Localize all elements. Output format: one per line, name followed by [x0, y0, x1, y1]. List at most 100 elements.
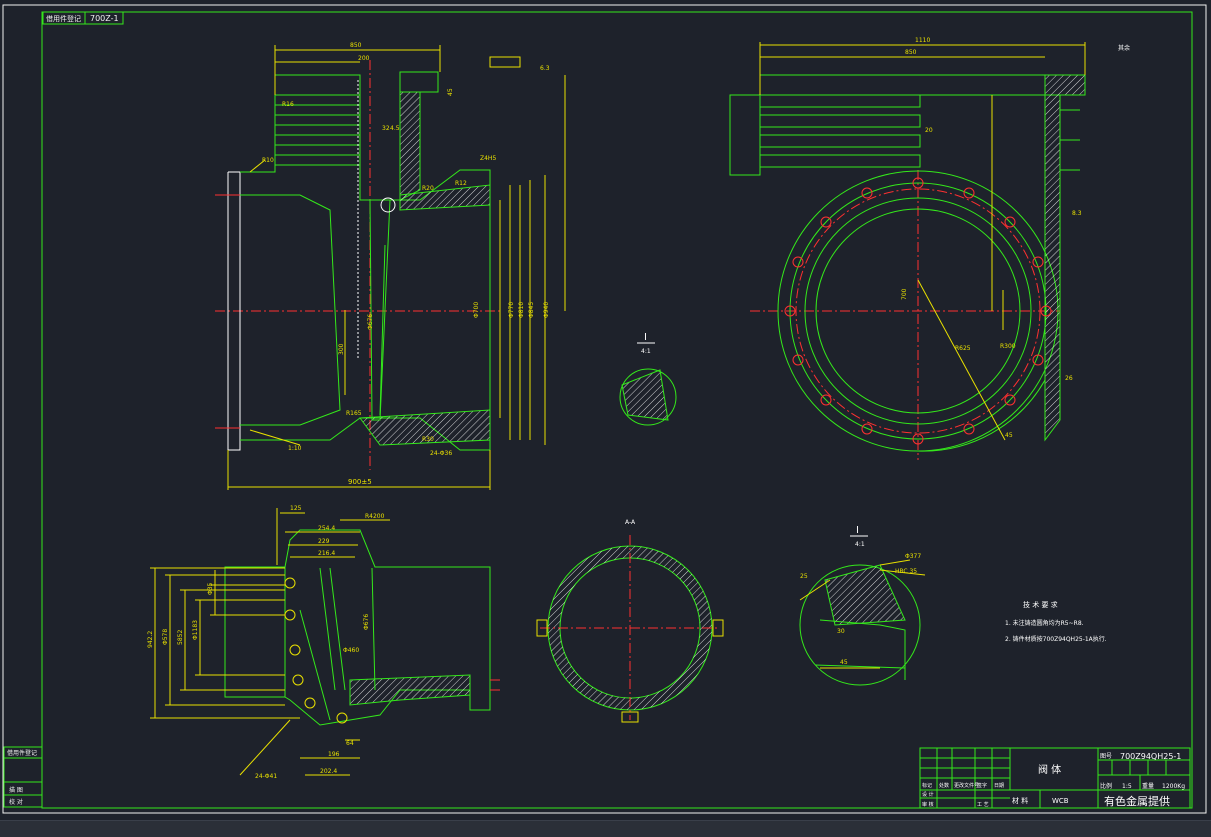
dim-216: 216.4 — [318, 550, 335, 557]
title-row-2: 处数 — [939, 782, 949, 789]
dim-676-b: Φ676 — [363, 614, 370, 630]
inner-frame — [41, 11, 1193, 809]
weight-label: 重量 — [1142, 782, 1154, 790]
dim-850-side: 850 — [905, 49, 917, 56]
title-row-5: 日期 — [994, 783, 1004, 789]
dim-r10: R10 — [262, 157, 274, 164]
dim-300: 300 — [338, 343, 345, 355]
side-label-2: 描 图 — [9, 786, 23, 794]
dim-202: 202.4 — [320, 768, 337, 775]
dim-8-3: 8.3 — [1072, 210, 1082, 217]
borrow-label: 借用件登记 — [46, 14, 81, 23]
dim-45: 45 — [447, 88, 454, 96]
dim-hrc: HRC 35 — [895, 568, 917, 575]
dim-377: Φ377 — [905, 553, 921, 560]
dim-r16: R16 — [282, 101, 294, 108]
dim-26: 26 — [1065, 375, 1073, 382]
bolt-holes — [784, 177, 1052, 445]
side-view-dims: 1110 850 R625 R300 26 45 20 8.3 700 其余 — [901, 37, 1130, 439]
dim-942: 942.2 — [147, 631, 154, 648]
dim-770: Φ770 — [508, 302, 515, 318]
dim-r300: R300 — [1000, 343, 1016, 350]
front-view — [215, 45, 566, 490]
section-aa: A-A — [536, 519, 724, 723]
drawing-border — [2, 4, 1207, 814]
dim-taper: 1:10 — [288, 445, 302, 452]
dim-r20: R20 — [422, 185, 434, 192]
dim-z4h5: Z4H5 — [480, 155, 496, 162]
dim-r165: R165 — [346, 410, 362, 417]
dim-25: 25 — [800, 573, 808, 580]
title-block-text: 图号 700Z94QH25-1 阀 体 比例 1:5 重量 1200Kg 材 料… — [922, 752, 1185, 808]
bottom-view-dims: 125 254.4 229 216.4 R4200 Φ676 942.2 Φ57… — [147, 505, 385, 780]
dim-700: Φ700 — [473, 302, 480, 318]
drawing-number: 700Z94QH25-1 — [1120, 752, 1181, 761]
role-process: 工 艺 — [977, 802, 989, 808]
dim-700-side: 700 — [901, 288, 908, 300]
detail-I-large: I 4:1 — [799, 525, 926, 686]
dim-32: 32 — [382, 125, 390, 132]
dim-810: Φ810 — [518, 302, 525, 318]
detail-I-dims: Φ377 HRC 35 45 25 30 — [800, 553, 921, 666]
roughness-note: 其余 — [1118, 44, 1130, 52]
detail-I-scale: 4:1 — [641, 348, 651, 355]
dim-4-5: 4.5 — [390, 125, 400, 132]
dim-45-side: 45 — [1005, 432, 1013, 439]
front-view-dims: 850 200 R16 R10 R12 R20 Z4H5 Φ940 Φ845 Φ… — [262, 42, 550, 486]
dim-578: Φ578 — [162, 629, 169, 645]
weight-value: 1200Kg — [1162, 783, 1185, 790]
dim-900: 900±5 — [348, 478, 372, 486]
dim-r625: R625 — [955, 345, 971, 352]
material-label: 材 料 — [1012, 796, 1028, 805]
role-design: 设 计 — [922, 791, 934, 798]
dim-125: 125 — [290, 505, 302, 512]
role-review: 审 核 — [922, 801, 934, 808]
detail-I-label: I — [644, 332, 647, 343]
title-row-1: 标记 — [922, 782, 932, 789]
scale-value: 1:5 — [1122, 783, 1132, 790]
dim-460: Φ460 — [343, 647, 359, 654]
section-aa-label: A-A — [625, 519, 636, 526]
dim-196: 196 — [328, 751, 340, 758]
dim-229: 229 — [318, 538, 330, 545]
dim-6-3: 6.3 — [540, 65, 550, 72]
side-view — [729, 42, 1086, 460]
bottom-view — [150, 508, 500, 776]
dim-676: Φ676 — [367, 314, 374, 330]
top-left-number-box: 借用件登记 700Z-1 — [42, 11, 124, 25]
detail-I-scale-2: 4:1 — [855, 541, 865, 548]
title-block — [919, 747, 1191, 809]
number-label: 图号 — [1100, 753, 1112, 760]
scale-label: 比例 — [1100, 782, 1112, 790]
tech-item-1: 1. 未注铸造圆角均为R5~R8. — [1005, 619, 1084, 627]
dim-5852: 5852 — [177, 630, 184, 645]
dim-30: 30 — [837, 628, 845, 635]
title-row-3: 更改文件号 — [954, 782, 979, 789]
top-left-number: 700Z-1 — [90, 14, 119, 23]
status-bar — [0, 820, 1211, 837]
dim-254: 254.4 — [318, 525, 335, 532]
detail-I-small: I 4:1 — [619, 332, 677, 426]
detail-I-label-2: I — [856, 525, 859, 536]
title-row-4: 签字 — [977, 782, 987, 789]
side-label-strip: 借用件登记 描 图 校 对 — [3, 746, 43, 808]
dim-45-d: 45 — [840, 659, 848, 666]
dim-1183: Φ1183 — [192, 620, 199, 640]
tech-heading: 技 术 要 求 — [1023, 600, 1058, 609]
dim-200: 200 — [358, 55, 370, 62]
dim-r12: R12 — [455, 180, 467, 187]
tech-item-2: 2. 铸件材质按700Z94QH25-1A执行. — [1005, 635, 1107, 643]
dim-r4200: R4200 — [365, 513, 385, 520]
dim-24-41: 24-Φ41 — [255, 773, 277, 780]
material-value: WCB — [1052, 797, 1069, 805]
dim-r30: R30 — [422, 436, 434, 443]
part-name: 阀 体 — [1038, 763, 1061, 776]
dim-940: Φ940 — [543, 302, 550, 318]
dim-35: Φ35 — [207, 582, 214, 595]
side-label-3: 校 对 — [9, 798, 23, 806]
side-label-1: 借用件登记 — [7, 749, 37, 757]
dim-845: Φ845 — [528, 302, 535, 318]
tech-requirements: 技 术 要 求 1. 未注铸造圆角均为R5~R8. 2. 铸件材质按700Z94… — [1005, 600, 1107, 643]
dim-64: 64 — [346, 740, 354, 747]
